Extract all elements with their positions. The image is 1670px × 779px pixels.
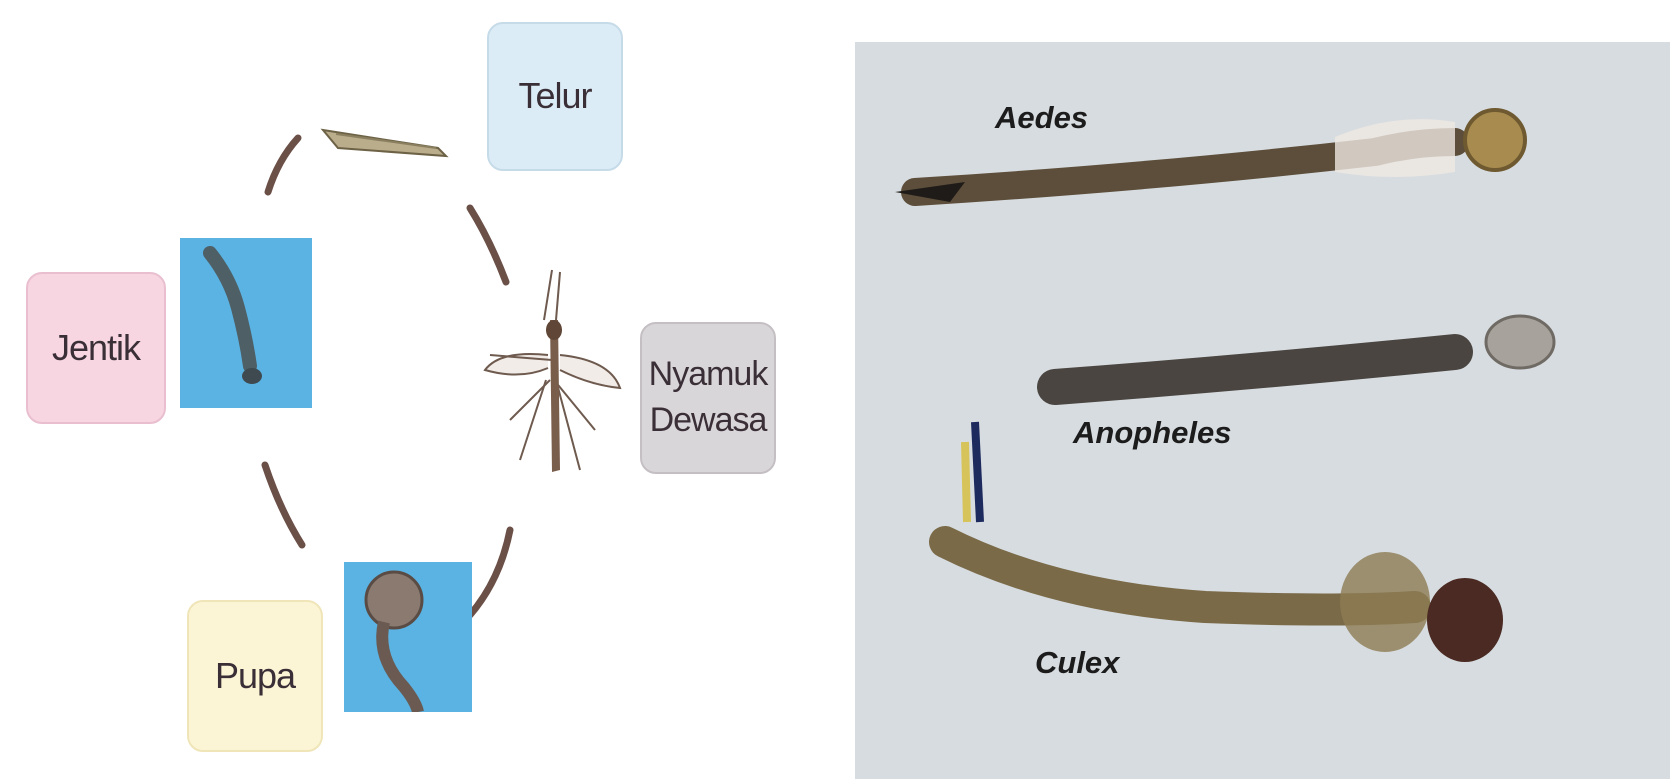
label-culex: Culex xyxy=(1035,645,1119,681)
stage-larva-box: Jentik xyxy=(26,272,166,424)
larva-illustration xyxy=(180,238,312,408)
stage-pupa-box: Pupa xyxy=(187,600,323,752)
stage-egg-box: Telur xyxy=(487,22,623,171)
stage-adult-box: Nyamuk Dewasa xyxy=(640,322,776,474)
label-aedes: Aedes xyxy=(995,100,1088,136)
pupa-water-panel xyxy=(344,562,472,712)
stage-pupa-label: Pupa xyxy=(215,652,295,701)
stage-egg-label: Telur xyxy=(518,72,591,121)
stage-larva-label: Jentik xyxy=(52,324,140,373)
larva-water-panel xyxy=(180,238,312,408)
stage-adult-label-line1: Nyamuk xyxy=(649,352,768,398)
larvae-photo-illustration xyxy=(855,42,1670,779)
life-cycle-diagram: Telur Nyamuk Dewasa Jentik xyxy=(0,0,800,779)
stage-adult-label-line2: Dewasa xyxy=(650,398,767,444)
arrow-larva-to-egg xyxy=(268,138,298,192)
pupa-illustration xyxy=(344,562,472,712)
egg-raft-illustration xyxy=(318,118,458,178)
arrow-pupa-to-larva xyxy=(265,465,302,545)
arrow-adult-to-pupa xyxy=(470,530,510,615)
larvae-comparison-photo: Aedes Anopheles Culex xyxy=(855,42,1670,779)
label-anopheles: Anopheles xyxy=(1073,415,1231,451)
adult-mosquito-illustration xyxy=(480,260,630,500)
